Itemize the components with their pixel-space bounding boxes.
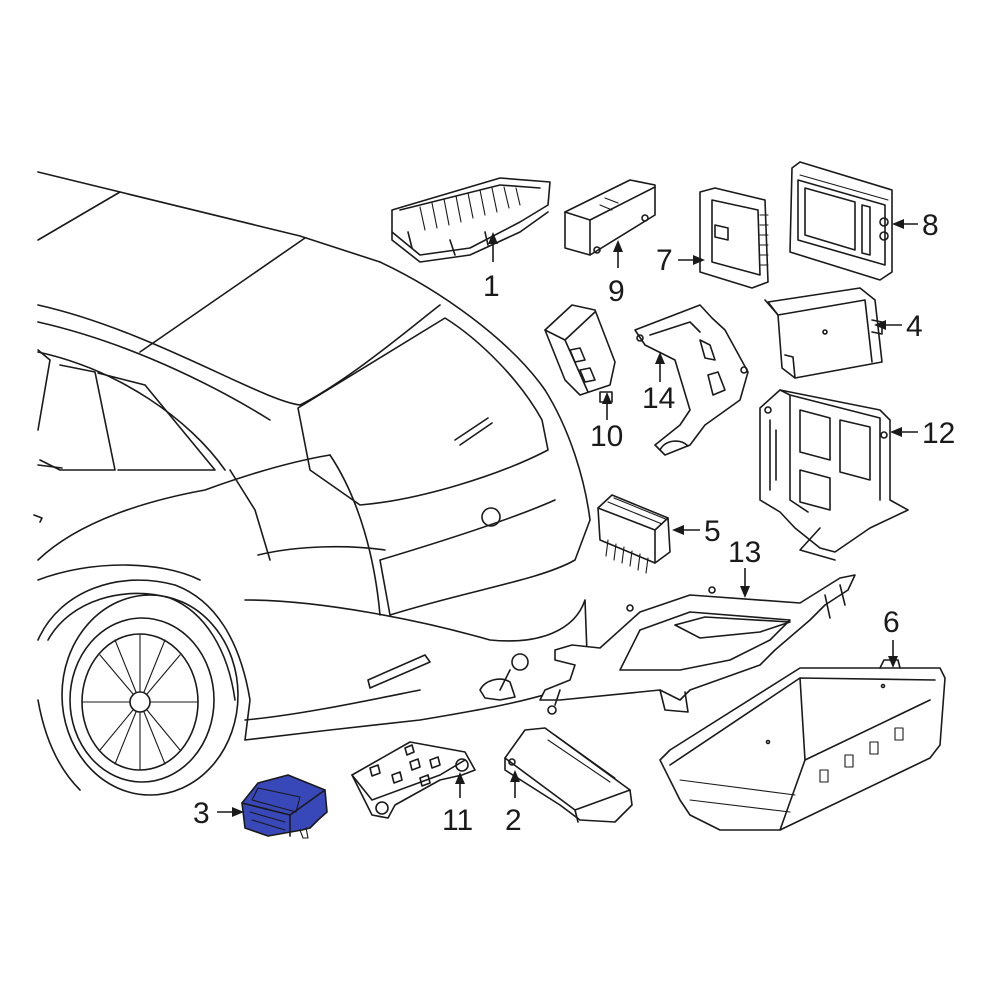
part-13-mounting-tray: [539, 574, 856, 715]
callout-label-14: 14: [642, 382, 675, 415]
part-4-control-module: [764, 287, 883, 379]
part-9-control-module: [564, 179, 656, 256]
callout-14[interactable]: 14: [642, 352, 675, 415]
part-14-bracket: [634, 304, 749, 456]
callout-label-7: 7: [656, 244, 673, 277]
callout-label-2: 2: [505, 804, 522, 837]
callout-8[interactable]: 8: [892, 209, 939, 242]
callout-11[interactable]: 11: [442, 772, 473, 837]
part-2-control-module: [504, 727, 633, 823]
part-6-battery-module: [659, 659, 946, 831]
callout-label-4: 4: [906, 310, 923, 343]
callout-6[interactable]: 6: [883, 606, 900, 668]
callout-label-6: 6: [883, 606, 900, 639]
callout-5[interactable]: 5: [672, 515, 721, 548]
callout-label-8: 8: [922, 209, 939, 242]
callout-label-9: 9: [608, 275, 625, 308]
part-3-highlighted-module: [241, 774, 328, 839]
part-5-relay-module: [597, 494, 671, 574]
callout-2[interactable]: 2: [505, 770, 522, 837]
callout-4[interactable]: 4: [874, 310, 923, 343]
part-8-control-unit: [789, 161, 893, 281]
callout-label-5: 5: [704, 515, 721, 548]
callout-label-10: 10: [590, 420, 623, 453]
vehicle-rear-view: [33, 171, 591, 796]
callout-9[interactable]: 9: [608, 240, 625, 308]
callout-label-11: 11: [442, 804, 473, 837]
callout-7[interactable]: 7: [656, 244, 705, 277]
callout-label-12: 12: [922, 417, 955, 450]
callout-1[interactable]: 1: [483, 232, 500, 303]
callout-10[interactable]: 10: [590, 392, 623, 453]
callout-13[interactable]: 13: [728, 536, 761, 598]
part-1-fuse-box: [391, 177, 551, 263]
callout-label-13: 13: [728, 536, 761, 569]
callout-label-3: 3: [193, 797, 210, 830]
part-7-module-bracket: [699, 187, 769, 289]
callout-12[interactable]: 12: [890, 417, 955, 450]
part-10-control-module: [544, 304, 616, 403]
part-12-module-carrier: [759, 389, 909, 561]
callout-label-1: 1: [483, 270, 500, 303]
part-11-circuit-board: [351, 741, 476, 819]
callout-3[interactable]: 3: [193, 797, 244, 830]
